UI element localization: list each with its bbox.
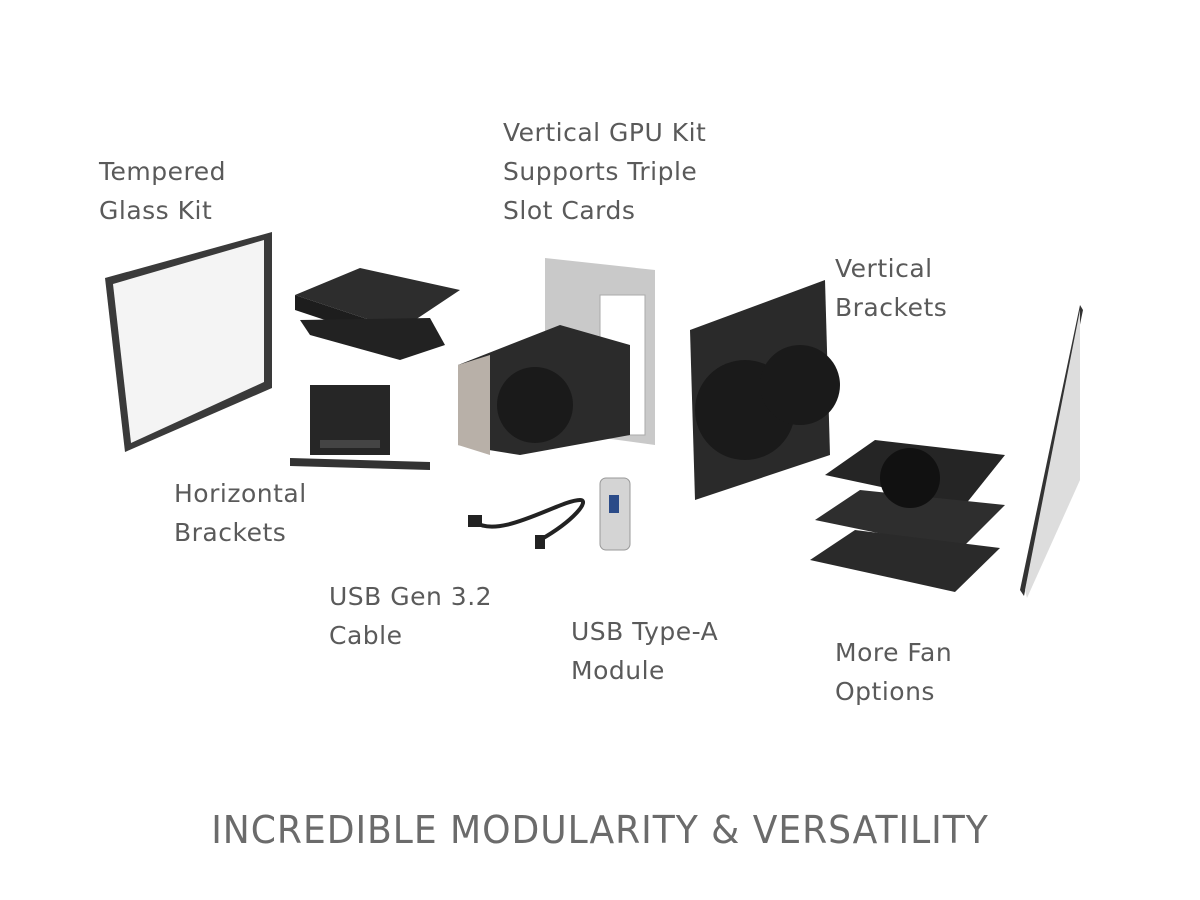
usb-type-a-module (599, 477, 631, 551)
tempered-glass-panel-left (105, 232, 272, 452)
horizontal-bracket-pump (290, 385, 430, 470)
label-horizontal-brackets: Horizontal Brackets (174, 479, 307, 547)
label-usb-cable: USB Gen 3.2 Cable (329, 582, 493, 650)
gpu-vertical-kit (458, 258, 655, 455)
headline: INCREDIBLE MODULARITY & VERSATILITY (211, 808, 989, 852)
label-vertical-brackets: Vertical Brackets (835, 254, 948, 322)
fan-tray-stack (810, 440, 1005, 592)
usb-cable (468, 497, 585, 549)
vertical-radiator-bracket (690, 280, 840, 500)
radiator-horizontal (295, 268, 460, 360)
label-usb-module: USB Type-A Module (571, 617, 719, 685)
tempered-glass-panel-right (1020, 305, 1083, 598)
label-more-fan-options: More Fan Options (835, 638, 953, 706)
label-tempered-glass-kit: Tempered Glass Kit (99, 157, 226, 225)
label-vertical-gpu-kit: Vertical GPU Kit Supports Triple Slot Ca… (503, 118, 707, 225)
